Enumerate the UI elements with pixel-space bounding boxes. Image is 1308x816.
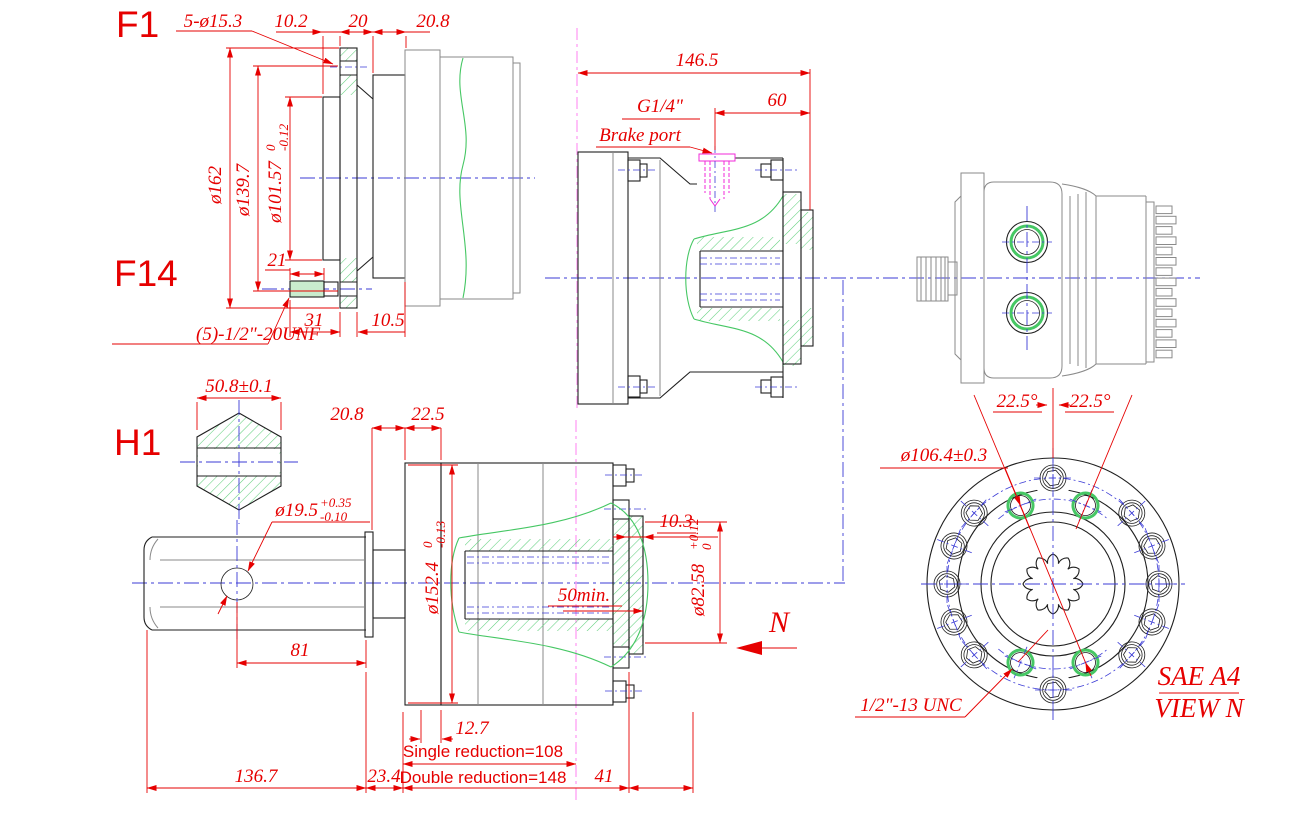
dim-hex: 50.8±0.1: [205, 376, 272, 397]
flange-bolt: [1134, 604, 1170, 640]
flange-bolt: [1140, 565, 1178, 603]
dim-23-4: 23.4: [367, 766, 401, 787]
flange-bolt: [936, 604, 972, 640]
brake-port: [698, 146, 736, 212]
dim-dia-162: ø162: [205, 166, 226, 206]
dim-20: 20: [349, 11, 369, 32]
flange-bolt: [1034, 671, 1072, 709]
dim-angle-right: 22.5°: [1070, 391, 1111, 412]
dim-22-5-b: 22.5: [411, 404, 444, 425]
gearbox-section-view: [545, 28, 1200, 583]
flange-bolt: [959, 498, 989, 528]
port-label: Brake port: [599, 125, 682, 146]
bolt-ring: [928, 459, 1178, 709]
dim-hole-lo: -0.10: [320, 509, 348, 524]
dim-dia-152-4-hi: 0: [420, 541, 435, 548]
unc-thread-hole: [1004, 646, 1037, 679]
sae-flange-dimensions: 22.5° 22.5° ø106.4±0.3 1/2"-13 UNC SAE A…: [855, 388, 1246, 723]
dim-hole: ø19.5: [274, 500, 318, 521]
hex-section-view: 50.8±0.1: [180, 376, 298, 524]
dim-136-7: 136.7: [235, 766, 279, 787]
flange-bolt: [1134, 528, 1170, 564]
flange-bolt: [1117, 498, 1147, 528]
motor-side-view: [916, 172, 1177, 384]
dim-dia-101-57-lo: -0.12: [276, 123, 291, 151]
dim-dia-139-7: ø139.7: [233, 162, 254, 217]
view-title-sae: SAE A4: [1158, 661, 1241, 691]
dim-12-7: 12.7: [455, 718, 490, 739]
dim-hole-hi: +0.35: [320, 495, 352, 510]
dim-21: 21: [268, 250, 287, 271]
dim-50min: 50min.: [558, 585, 610, 606]
view-title-n: VIEW N: [1154, 693, 1245, 723]
spline-bore: [1022, 553, 1084, 615]
flange-bolt: [1117, 640, 1147, 670]
label-h1: H1: [114, 422, 161, 463]
dim-10-5: 10.5: [371, 310, 404, 331]
flange-bolt: [959, 640, 989, 670]
flange-bolt: [1034, 459, 1072, 497]
port-size: G1/4": [637, 96, 684, 117]
dim-dia-101-57-hi: 0: [263, 144, 278, 151]
label-f1: F1: [116, 4, 159, 45]
dim-10-3: 10.3: [659, 511, 692, 532]
dim-20-8: 20.8: [416, 11, 450, 32]
label-f14: F14: [114, 253, 178, 294]
dim-dia-82-58: ø82.58: [688, 563, 709, 617]
dim-31: 31: [304, 310, 324, 331]
break-line: [459, 57, 467, 299]
dim-dia-101-57: ø101.57: [265, 160, 286, 224]
dim-81: 81: [291, 640, 310, 661]
dim-41: 41: [595, 766, 614, 787]
shaft-bottom-view: [132, 420, 845, 800]
dim-20-8-b: 20.8: [330, 404, 364, 425]
stud-thread-note: (5)-1/2"-20UNF: [196, 324, 320, 345]
view-arrow-label: N: [768, 606, 791, 639]
double-reduction-note: Double reduction=148: [400, 768, 567, 787]
dim-bolt-holes: 5-ø15.3: [184, 11, 243, 32]
thread-note: 1/2"-13 UNC: [860, 695, 962, 716]
gearbox-dimensions: 146.5 60 G1/4" Brake port: [577, 50, 811, 210]
dim-dia-82-58-lo: 0: [699, 543, 714, 550]
view-direction-arrow: [736, 641, 762, 655]
dim-angle-left: 22.5°: [997, 391, 1038, 412]
single-reduction-note: Single reduction=108: [403, 742, 563, 761]
shaft-dimensions: ø19.5 +0.35 -0.10 20.8 22.5 81 ø152.4 0 …: [146, 404, 797, 793]
sae-flange-view: [921, 448, 1185, 720]
dim-dia-82-58-hi: +0.12: [686, 518, 701, 550]
motor-rib-stack: [1155, 205, 1177, 359]
front-flange-section-view: [262, 47, 535, 309]
front-flange-dimensions: 5-ø15.3 10.2 20 20.8 ø162 ø139.7 ø101.57…: [112, 11, 450, 345]
port-housing: [983, 181, 1063, 379]
dim-60: 60: [768, 90, 788, 111]
flange-bolt: [936, 528, 972, 564]
dim-dia-152-4: ø152.4: [422, 561, 443, 615]
dim-dia-152-4-lo: -0.13: [433, 520, 448, 548]
dim-10-2: 10.2: [274, 11, 308, 32]
flange-bolt: [928, 565, 966, 603]
dim-146-5: 146.5: [676, 50, 719, 71]
dim-bolt-circle: ø106.4±0.3: [900, 445, 987, 466]
wheel-stud: [289, 280, 325, 298]
